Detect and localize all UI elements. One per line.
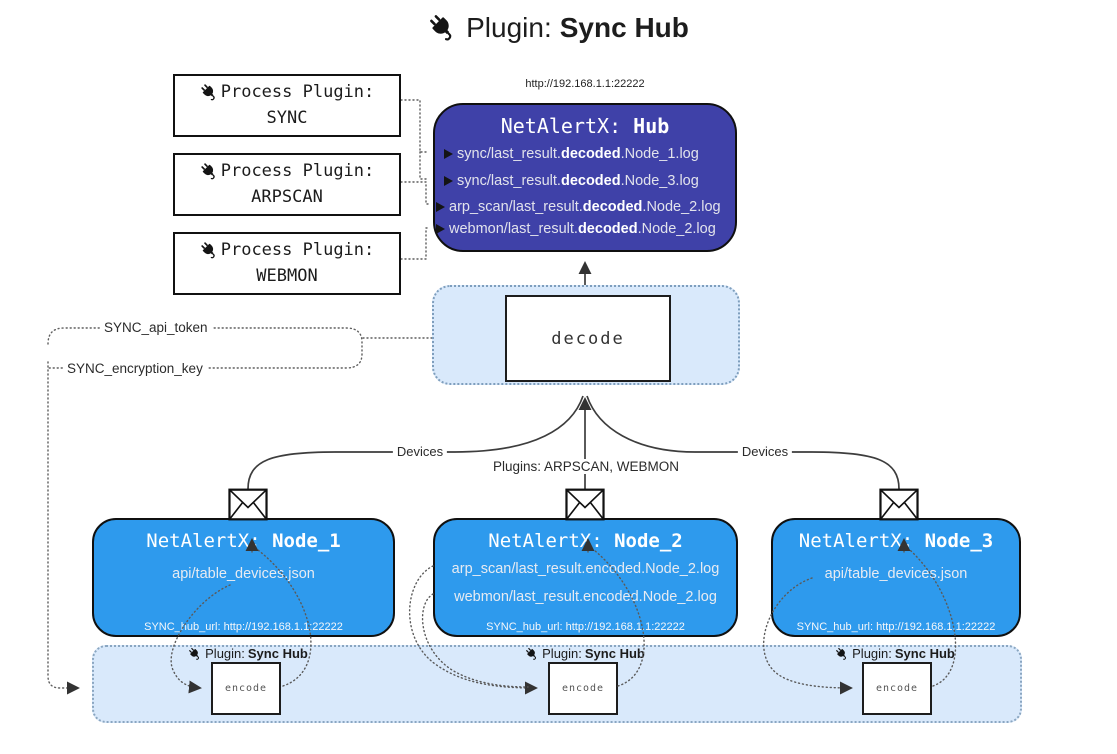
envelope-icon [565,488,605,521]
envelope-icon [879,488,919,521]
plug-icon [189,647,199,660]
process-plugin-name: ARPSCAN [251,186,323,207]
process-plugin-sync: Process Plugin: SYNC [173,74,401,137]
plug-icon [201,242,215,259]
plugins-edge-label: Plugins: ARPSCAN, WEBMON [488,459,684,474]
hub-title-prefix: NetAlertX: [500,114,622,138]
node-title: NetAlertX: Node_3 [798,530,994,552]
hub-url-label: http://192.168.1.1:22222 [525,78,645,90]
strip-plugin-label: Plugin:Sync Hub [525,646,645,661]
hub-box: NetAlertX: Hub sync/last_result.decoded.… [433,103,737,252]
sync-api-token-label: SYNC_api_token [100,320,212,335]
edge-node1-devices [247,395,584,490]
process-plugin-label: Process Plugin: [220,240,375,260]
plug-icon [836,647,846,660]
strip-plugin-label: Plugin:Sync Hub [835,646,955,661]
devices-label-right: Devices [737,444,793,459]
edge-secrets-to-strip [47,361,80,695]
arrowhead-icon [444,149,453,159]
encode-box: encode [211,662,281,715]
title-prefix: Plugin: [466,12,552,43]
hub-log-row: sync/last_result.decoded.Node_3.log [444,173,699,189]
node-2-box: NetAlertX: Node_2 arp_scan/last_result.e… [433,518,738,637]
node-title: NetAlertX: Node_1 [146,530,341,552]
hub-log-row: arp_scan/last_result.decoded.Node_2.log [436,199,721,215]
process-plugin-name: WEBMON [256,265,318,286]
arrowhead-icon [444,176,453,186]
node-3-box: NetAlertX: Node_3 api/table_devices.json… [771,518,1021,637]
title-name: Sync Hub [559,12,689,43]
devices-label-left: Devices [392,444,448,459]
plug-icon [201,84,215,101]
edge-webmon-to-hub [396,227,430,260]
process-plugin-name: SYNC [266,107,308,128]
node-file: api/table_devices.json [172,566,315,582]
node-title: NetAlertX: Node_2 [488,530,683,552]
node-hub-url: SYNC_hub_url: http://192.168.1.1:22222 [486,621,685,633]
plug-icon [526,647,536,660]
node-hub-url: SYNC_hub_url: http://192.168.1.1:22222 [796,621,996,633]
node-hub-url: SYNC_hub_url: http://192.168.1.1:22222 [144,621,343,633]
hub-log-row: sync/last_result.decoded.Node_1.log [444,146,699,162]
decode-box: decode [505,295,671,382]
process-plugin-label: Process Plugin: [220,161,375,181]
edge-sync-to-hub-2 [419,151,430,180]
hub-title-name: Hub [633,114,670,138]
hub-title: NetAlertX: Hub [435,114,735,138]
node-1-box: NetAlertX: Node_1 api/table_devices.json… [92,518,395,637]
encode-box: encode [862,662,932,715]
node-file: webmon/last_result.encoded.Node_2.log [454,589,717,605]
strip-plugin-label: Plugin:Sync Hub [188,646,308,661]
process-plugin-arpscan: Process Plugin: ARPSCAN [173,153,401,216]
process-plugin-label: Process Plugin: [220,82,375,102]
hub-log-row: webmon/last_result.decoded.Node_2.log [436,221,716,237]
process-plugin-webmon: Process Plugin: WEBMON [173,232,401,295]
arrowhead-icon [436,224,445,234]
edge-sync-to-hub-1 [396,99,430,153]
node-file: arp_scan/last_result.encoded.Node_2.log [451,561,720,577]
encode-box: encode [548,662,618,715]
node-file: api/table_devices.json [824,566,968,582]
envelope-icon [228,488,268,521]
sync-encryption-key-label: SYNC_encryption_key [63,361,207,376]
plug-icon [430,15,452,41]
page-title: Plugin: Sync Hub [0,12,1117,44]
plug-icon [201,163,215,180]
edge-arpscan-to-hub [396,181,430,205]
edge-node3-devices [586,395,900,490]
arrowhead-icon [436,202,445,212]
